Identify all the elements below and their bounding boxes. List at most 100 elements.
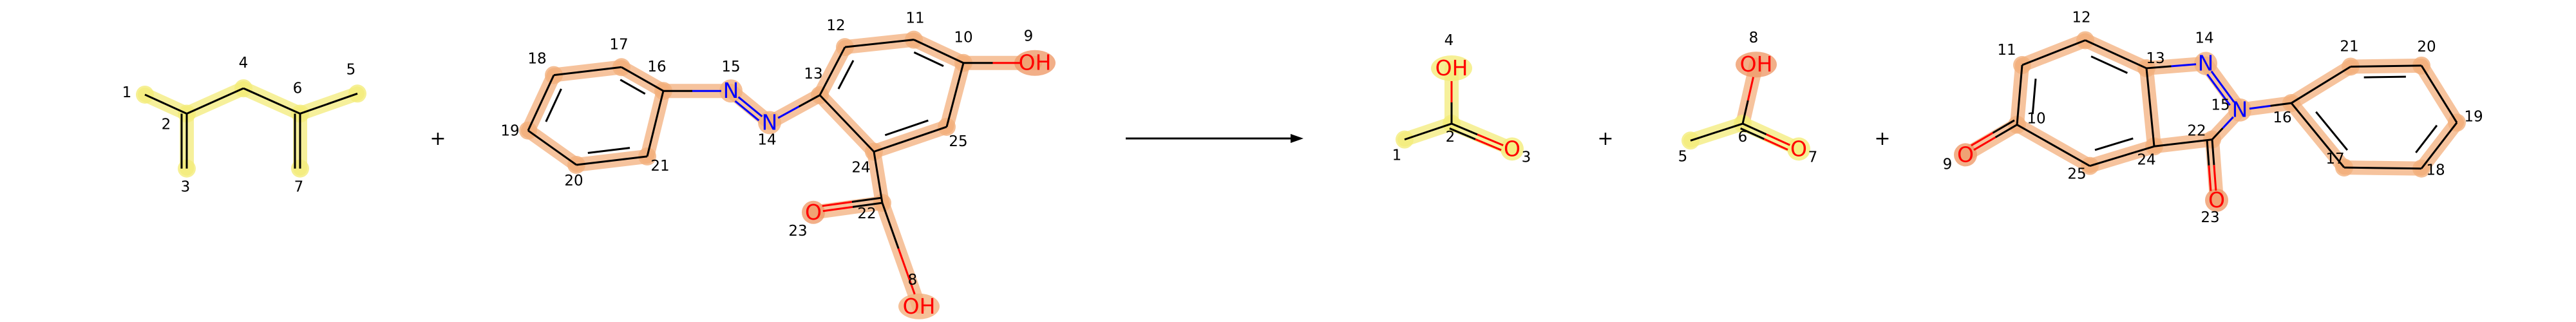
bond-line [2210, 70, 2235, 103]
bond-line [777, 106, 800, 119]
plus-sign: + [1874, 128, 1890, 150]
bond-line [1741, 100, 1749, 124]
bond-line [2249, 104, 2271, 110]
bond-line [2211, 139, 2215, 166]
bond-line [1747, 77, 1755, 101]
atom-number: 3 [1522, 149, 1531, 166]
bond-line [2420, 65, 2458, 124]
atom-number: 23 [788, 223, 807, 240]
bond-line [873, 126, 947, 153]
atom-highlight [898, 293, 940, 319]
bond-line [737, 96, 763, 118]
atom-number: 24 [851, 160, 870, 176]
atom-number: 1 [1392, 147, 1402, 164]
atom-number: 23 [2201, 209, 2219, 226]
atom-label: O [2208, 187, 2225, 213]
aromatic-inner-bond [545, 88, 562, 122]
atom-highlight [1501, 137, 1524, 161]
bond-line [527, 74, 555, 131]
aromatic-inner-bond [2315, 111, 2349, 151]
bond-line [2213, 165, 2217, 191]
atom-number: 9 [1943, 156, 1953, 173]
bond-line [822, 200, 853, 207]
aromatic-inner-bond [2031, 79, 2037, 115]
atom-number: 13 [804, 66, 822, 82]
bond-line [819, 46, 846, 96]
bond-line [1477, 133, 1504, 146]
atom-number: 19 [2464, 108, 2483, 125]
atom-number: 2 [162, 116, 171, 133]
atom-number: 22 [2187, 123, 2206, 140]
bond-line [2206, 73, 2231, 106]
atom-number: 21 [650, 158, 669, 175]
atom-number: 20 [2417, 39, 2436, 55]
bond-line [1973, 136, 1996, 151]
atom-label: O [805, 200, 822, 225]
atom-number: 9 [1024, 28, 1034, 45]
atom-number: 18 [2426, 162, 2445, 179]
bond-line [144, 93, 187, 115]
atom-number: 20 [564, 173, 583, 189]
atom-label: N [723, 78, 739, 103]
atom-number: 17 [609, 36, 628, 53]
bond-line [2290, 102, 2345, 169]
atom-highlight [2228, 98, 2251, 122]
bond-line [186, 87, 244, 115]
atom-number: 13 [2146, 50, 2164, 67]
atom-number: 18 [527, 51, 546, 68]
bond-line [1740, 127, 1765, 140]
atom-number: 16 [647, 59, 666, 75]
bond-line [2016, 64, 2023, 125]
bond-line [2146, 65, 2172, 70]
atom-label: O [1504, 136, 1520, 161]
bond-line [913, 39, 964, 64]
reaction-arrow-head [1291, 134, 1303, 143]
bond-line [2222, 116, 2234, 129]
atom-number: 5 [1678, 148, 1688, 165]
bond-line [553, 66, 622, 77]
atom-number: 10 [954, 30, 972, 46]
bond-line [798, 94, 820, 108]
bond-line [2350, 64, 2422, 68]
atom-number: 15 [2211, 97, 2230, 114]
bond-line [1971, 132, 1994, 147]
atom-number: 6 [1738, 129, 1748, 146]
bond-line [819, 94, 875, 153]
atom-number: 8 [908, 272, 918, 289]
atom-label: OH [1740, 52, 1773, 77]
atom-label: N [762, 109, 778, 135]
bond-line [2211, 128, 2224, 140]
bond-line [1449, 128, 1476, 140]
atom-highlight [1431, 55, 1472, 81]
atom-number: 22 [857, 205, 876, 222]
atom-highlight [1787, 137, 1810, 161]
bond-line [852, 202, 883, 208]
aromatic-inner-bond [620, 79, 646, 95]
atom-number: 21 [2340, 38, 2358, 55]
bond-line [881, 202, 900, 249]
bond-line [1475, 138, 1502, 151]
bond-line [844, 39, 914, 48]
atom-number: 7 [294, 179, 304, 196]
aromatic-inner-bond [2415, 124, 2438, 153]
bond-line [2145, 68, 2155, 147]
bond-line [299, 92, 358, 115]
bond-line [1992, 119, 2015, 134]
bond-line [822, 205, 853, 213]
atom-number: 15 [721, 59, 740, 75]
atom-number: 14 [2195, 30, 2213, 47]
reaction-operators: +++ [430, 128, 1890, 150]
atom-label: O [1957, 142, 1974, 167]
bond-line [527, 129, 577, 166]
atom-number: 17 [2325, 151, 2344, 167]
atom-number: 6 [293, 80, 303, 97]
atom-highlight [758, 111, 781, 135]
bond-line [873, 151, 884, 204]
atom-number: 25 [949, 133, 967, 150]
atom-highlight [1954, 143, 1977, 167]
aromatic-inner-bond [837, 60, 855, 90]
bond-line [1451, 122, 1478, 136]
